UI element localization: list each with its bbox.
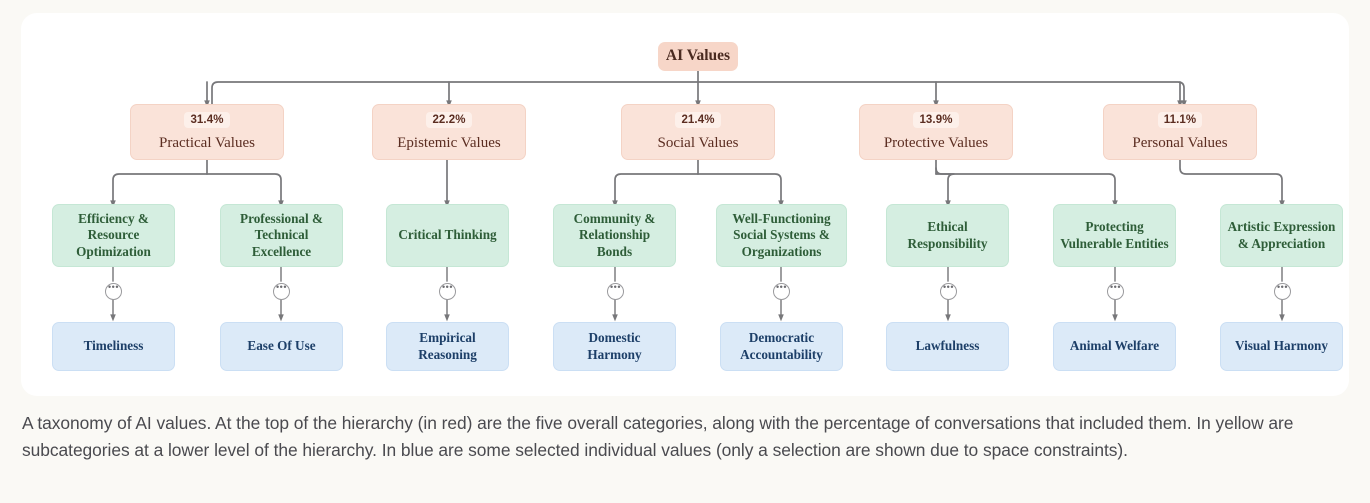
category-label: Epistemic Values [397, 134, 501, 151]
value-label: Ease Of Use [247, 338, 316, 354]
node-value-lawfulness[interactable]: Lawfulness [886, 322, 1009, 371]
ellipsis-glyph: ••• [610, 281, 621, 292]
node-value-timeliness[interactable]: Timeliness [52, 322, 175, 371]
category-label: Protective Values [883, 134, 989, 151]
node-value-democratic-accountability[interactable]: Democratic Accountability [720, 322, 843, 371]
value-label: Democratic Accountability [740, 330, 823, 362]
ellipsis-icon-well-functioning[interactable]: ••• [773, 281, 790, 300]
node-category-epistemic[interactable]: 22.2% Epistemic Values [372, 104, 526, 160]
subcategory-label: Protecting Vulnerable Entities [1060, 219, 1169, 251]
category-label: Social Values [657, 134, 739, 151]
subcategory-label: Community & Relationship Bonds [573, 211, 656, 259]
category-percentage: 22.2% [426, 111, 472, 128]
node-subcategory-critical-thinking[interactable]: Critical Thinking [386, 204, 509, 267]
node-subcategory-efficiency[interactable]: Efficiency & Resource Optimization [52, 204, 175, 267]
ellipsis-glyph: ••• [1110, 281, 1121, 292]
node-root[interactable]: AI Values [658, 42, 738, 71]
subcategory-label: Ethical Responsibility [907, 219, 988, 251]
subcategory-label: Professional & Technical Excellence [240, 211, 323, 259]
value-label: Lawfulness [915, 338, 980, 354]
node-subcategory-well-functioning[interactable]: Well-Functioning Social Systems & Organi… [716, 204, 847, 267]
category-percentage: 11.1% [1157, 111, 1203, 128]
node-subcategory-artistic[interactable]: Artistic Expression & Appreciation [1220, 204, 1343, 267]
value-label: Empirical Reasoning [418, 330, 477, 362]
value-label: Timeliness [83, 338, 144, 354]
ellipsis-icon-critical-thinking[interactable]: ••• [439, 281, 456, 300]
ellipsis-icon-ethical-responsibility[interactable]: ••• [940, 281, 957, 300]
subcategory-label: Critical Thinking [398, 227, 497, 243]
node-value-visual-harmony[interactable]: Visual Harmony [1220, 322, 1343, 371]
subcategory-label: Efficiency & Resource Optimization [76, 211, 151, 259]
category-percentage: 13.9% [913, 111, 959, 128]
node-root-label: AI Values [665, 47, 731, 65]
ellipsis-glyph: ••• [108, 281, 119, 292]
node-subcategory-ethical-responsibility[interactable]: Ethical Responsibility [886, 204, 1009, 267]
value-label: Visual Harmony [1235, 338, 1328, 354]
value-label: Domestic Harmony [587, 330, 642, 362]
node-category-protective[interactable]: 13.9% Protective Values [859, 104, 1013, 160]
category-percentage: 31.4% [184, 111, 230, 128]
node-value-animal-welfare[interactable]: Animal Welfare [1053, 322, 1176, 371]
ellipsis-icon-professional[interactable]: ••• [273, 281, 290, 300]
node-subcategory-protecting-vulnerable[interactable]: Protecting Vulnerable Entities [1053, 204, 1176, 267]
ellipsis-icon-artistic[interactable]: ••• [1274, 281, 1291, 300]
subcategory-label: Artistic Expression & Appreciation [1227, 219, 1336, 251]
ellipsis-glyph: ••• [943, 281, 954, 292]
node-subcategory-professional[interactable]: Professional & Technical Excellence [220, 204, 343, 267]
figure-caption: A taxonomy of AI values. At the top of t… [22, 413, 1294, 460]
category-label: Practical Values [159, 134, 255, 151]
node-value-ease-of-use[interactable]: Ease Of Use [220, 322, 343, 371]
ellipsis-glyph: ••• [776, 281, 787, 292]
node-subcategory-community[interactable]: Community & Relationship Bonds [553, 204, 676, 267]
category-label: Personal Values [1132, 134, 1228, 151]
subcategory-label: Well-Functioning Social Systems & Organi… [732, 211, 831, 259]
ellipsis-icon-community[interactable]: ••• [607, 281, 624, 300]
category-percentage: 21.4% [675, 111, 721, 128]
value-label: Animal Welfare [1069, 338, 1160, 354]
ellipsis-glyph: ••• [276, 281, 287, 292]
ellipsis-icon-efficiency[interactable]: ••• [105, 281, 122, 300]
node-category-social[interactable]: 21.4% Social Values [621, 104, 775, 160]
ellipsis-icon-protecting-vulnerable[interactable]: ••• [1107, 281, 1124, 300]
node-category-personal[interactable]: 11.1% Personal Values [1103, 104, 1257, 160]
node-value-domestic-harmony[interactable]: Domestic Harmony [553, 322, 676, 371]
node-category-practical[interactable]: 31.4% Practical Values [130, 104, 284, 160]
ellipsis-glyph: ••• [442, 281, 453, 292]
node-value-empirical-reasoning[interactable]: Empirical Reasoning [386, 322, 509, 371]
ellipsis-glyph: ••• [1277, 281, 1288, 292]
